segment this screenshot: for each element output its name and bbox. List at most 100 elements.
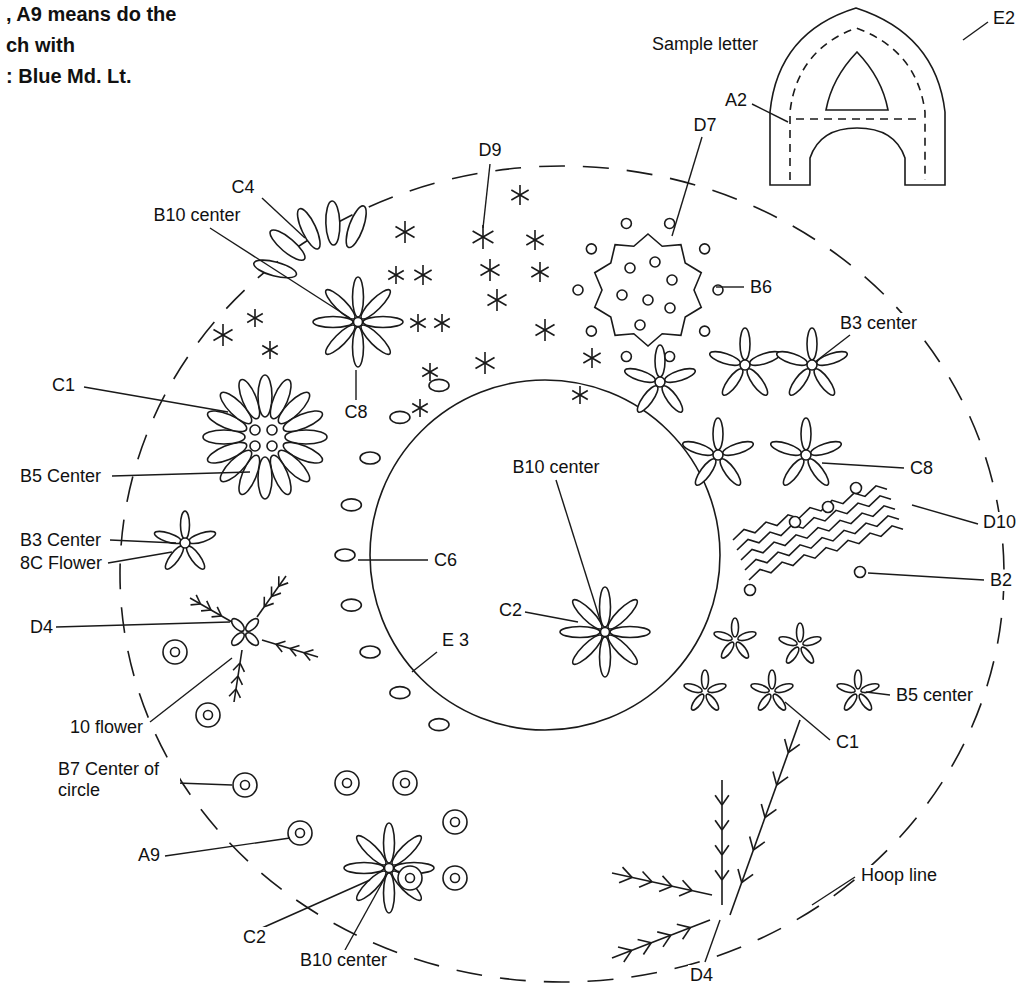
petal — [358, 286, 394, 322]
french-knot — [665, 218, 675, 228]
petal — [769, 439, 803, 458]
leader-line — [108, 552, 172, 563]
fly-stitch-branch — [262, 640, 318, 661]
chevron — [773, 771, 777, 785]
outer-ring — [163, 640, 187, 664]
hoop-line — [120, 166, 1004, 982]
french-knot — [823, 502, 834, 513]
petal — [293, 206, 324, 252]
chevron — [722, 845, 729, 855]
chevron — [657, 932, 671, 935]
petal — [663, 366, 697, 385]
star-arm — [412, 404, 428, 413]
star-arm — [473, 231, 494, 243]
star-arm — [434, 319, 450, 328]
petal — [799, 645, 816, 664]
zigzag-row — [745, 516, 899, 570]
french-knot — [617, 290, 627, 300]
stitch-drawing — [120, 8, 1004, 982]
chevron — [207, 601, 211, 610]
satin-oval — [429, 719, 449, 731]
star-stitch — [583, 348, 600, 368]
lazy-daisy-flower — [750, 670, 794, 712]
chevron — [785, 739, 789, 753]
fly-stitch-branch — [715, 780, 729, 905]
star-arm — [511, 190, 528, 200]
sample-letter — [770, 8, 945, 185]
petal — [774, 682, 794, 695]
petal — [807, 328, 817, 360]
star-stitch — [531, 262, 548, 282]
inner-ring — [171, 648, 180, 657]
star-arm — [480, 265, 499, 276]
star-stitch — [395, 221, 414, 243]
star-arm — [247, 314, 263, 323]
chevron — [217, 607, 221, 616]
stitch-label: C1 — [50, 375, 77, 396]
lazy-daisy-flower — [681, 418, 754, 488]
instruction-note: : Blue Md. Lt. — [4, 64, 134, 88]
fly-stitch-branch — [730, 720, 800, 915]
star-stitch — [434, 314, 450, 332]
chevron — [715, 870, 722, 880]
chevron — [279, 583, 288, 586]
zigzag-row — [749, 526, 903, 580]
flower-center — [740, 360, 750, 370]
chevron — [765, 809, 776, 817]
satin-oval — [429, 379, 449, 391]
petal — [713, 418, 723, 450]
chevron — [742, 874, 753, 882]
star-arm — [395, 227, 414, 238]
lazy-daisy-flower — [708, 328, 781, 398]
star-arm — [412, 404, 428, 413]
petal — [681, 439, 715, 458]
chevron — [643, 871, 652, 881]
star-stitch — [526, 230, 543, 250]
chevron — [663, 935, 671, 947]
flower-center — [180, 538, 190, 548]
french-knot — [621, 352, 631, 362]
stitch-label: 10 flower — [68, 717, 145, 738]
outer-ring — [233, 773, 257, 797]
satin-oval — [360, 646, 380, 658]
branch-stem — [730, 720, 800, 915]
lazy-daisy-flower — [229, 616, 260, 647]
chevron — [236, 689, 240, 698]
circle-stitch — [288, 821, 312, 845]
petal — [702, 670, 709, 689]
chevron — [722, 820, 729, 830]
french-knot — [650, 257, 660, 267]
star-arm — [475, 358, 494, 369]
flower-center — [601, 628, 610, 637]
chevron — [663, 876, 672, 886]
leader-line — [345, 874, 387, 950]
french-knot — [851, 483, 862, 494]
stitch-label: D10 — [981, 512, 1018, 533]
petal — [692, 456, 719, 488]
petal — [623, 366, 657, 385]
french-knot — [643, 295, 653, 305]
petal — [797, 623, 804, 642]
petal — [229, 631, 246, 648]
chevron — [304, 653, 310, 661]
star-arm — [434, 319, 450, 328]
petal — [740, 328, 750, 360]
flower-center — [385, 864, 394, 873]
circle-stitch — [443, 810, 467, 834]
stitch-label: B2 — [988, 570, 1014, 591]
star-stitch — [262, 341, 278, 359]
french-knot — [667, 275, 677, 285]
star-arm — [511, 190, 528, 200]
lazy-daisy-flower — [775, 328, 848, 398]
zigzag-outline — [595, 234, 702, 346]
chevron — [753, 842, 764, 850]
flower-center — [801, 450, 811, 460]
circle-stitch — [335, 771, 359, 795]
chevron — [618, 947, 632, 950]
petal — [187, 529, 216, 546]
petal — [748, 349, 782, 368]
instruction-note: , A9 means do the — [4, 2, 178, 26]
french-knot — [745, 585, 756, 596]
french-knot — [250, 441, 260, 451]
